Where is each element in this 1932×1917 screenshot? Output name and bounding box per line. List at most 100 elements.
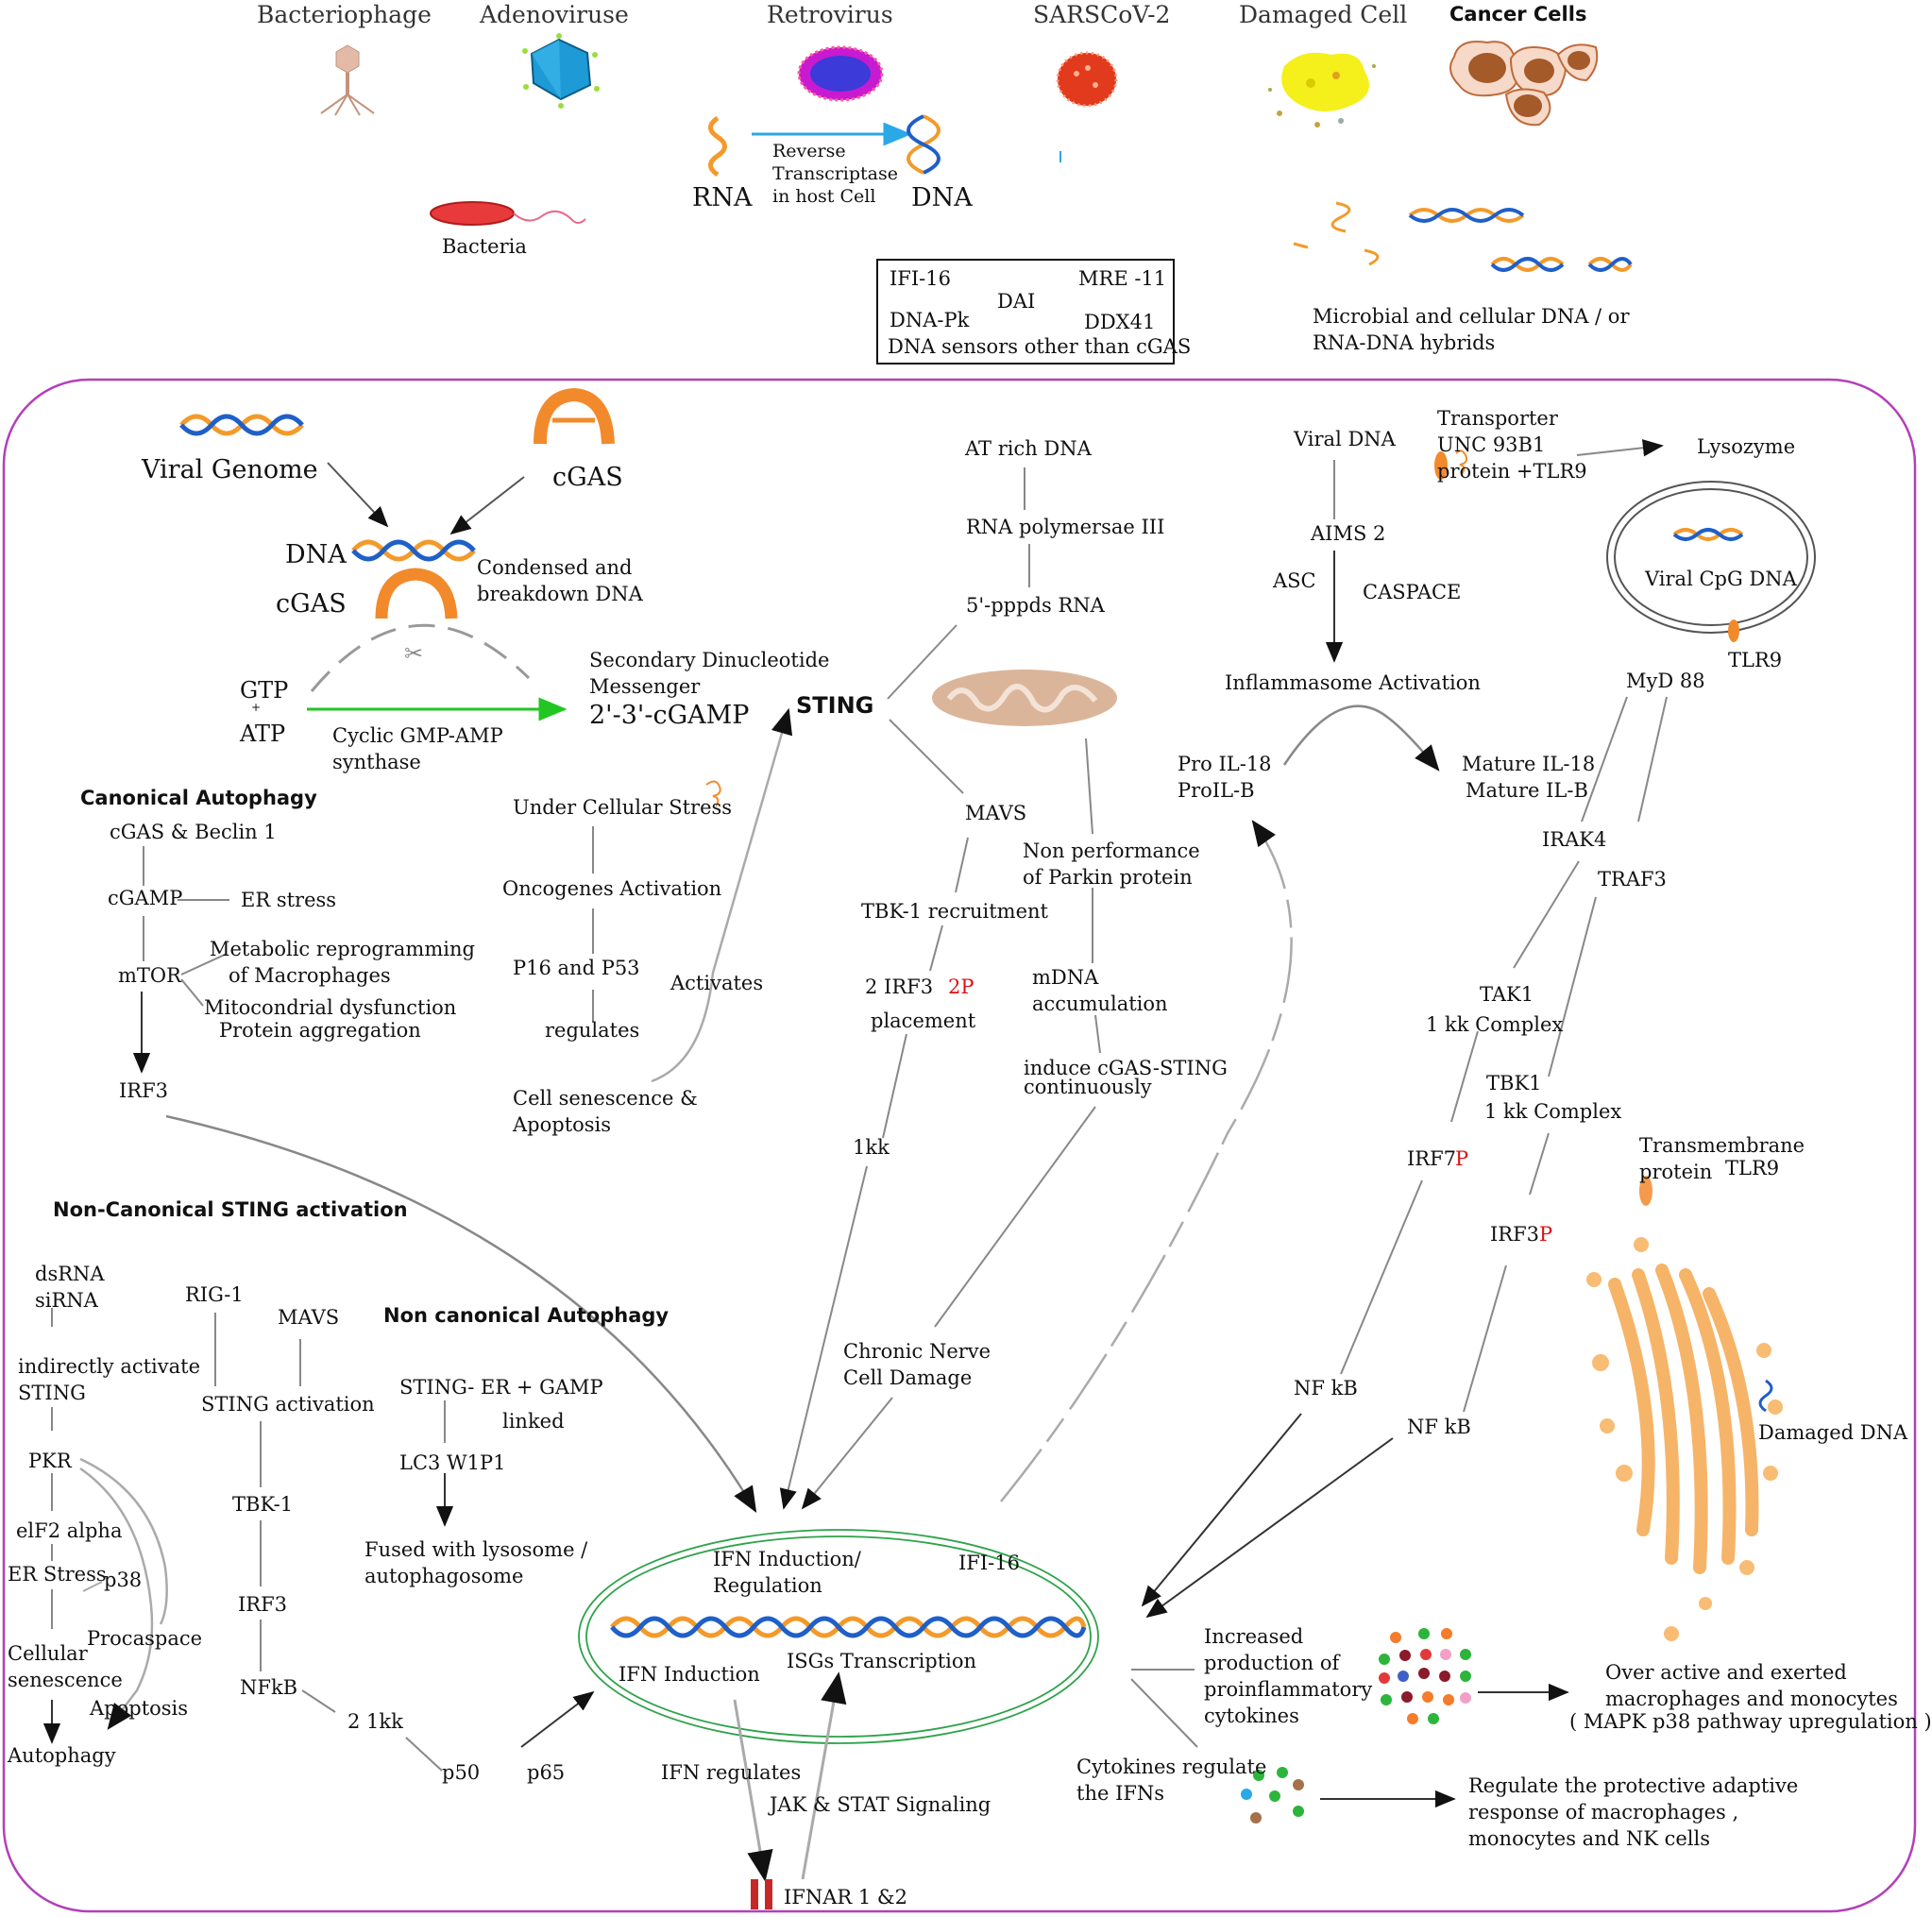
label-transporter-3: protein +TLR9 [1437, 460, 1587, 483]
label-lysozyme: Lysozyme [1697, 435, 1796, 458]
label-p16-p53: P16 and P53 [513, 957, 640, 979]
label-regulates: regulates [545, 1019, 640, 1042]
label-mito-2: Protein aggregation [219, 1019, 421, 1042]
label-cellular-1: Cellular [8, 1642, 88, 1665]
label-dna: DNA [285, 540, 347, 569]
label-pro-ilb: ProIL-B [1178, 779, 1255, 802]
label-cgamp-canonical: cGAMP [108, 887, 183, 909]
tlr9-receptor-icon [1728, 619, 1739, 642]
cell-membrane [2, 378, 1917, 1913]
label-protective-2: response of macrophages , [1468, 1801, 1739, 1824]
label-eif2: elF2 alpha [16, 1519, 123, 1542]
label-er-stress-nc: ER Stress [8, 1563, 107, 1586]
label-sars: SARSCoV-2 [1033, 1, 1171, 28]
label-indirect-1: indirectly activate [18, 1355, 201, 1378]
label-nfkb-1: NF kB [1294, 1377, 1358, 1400]
cgas-enzyme-icon [534, 387, 615, 445]
label-microbial-2: RNA-DNA hybrids [1313, 331, 1496, 354]
label-tbk-recruitment: TBK-1 recruitment [861, 900, 1048, 923]
label-condensed-1: Condensed and [477, 556, 633, 579]
label-irf3-p: P [1539, 1223, 1553, 1246]
label-rig1: RIG-1 [185, 1283, 244, 1306]
label-2-1kk: 2 1kk [347, 1710, 403, 1733]
label-increased-3: proinflammatory [1204, 1678, 1373, 1701]
label-apoptosis: Apoptosis [90, 1697, 189, 1720]
label-synthase-2: synthase [332, 751, 421, 773]
label-rt-2: Transcriptase [772, 163, 898, 184]
label-mavs: MAVS [965, 802, 1027, 824]
label-sting-er-gamp: STING- ER + GAMP [399, 1376, 603, 1399]
label-overactive-3: ( MAPK p38 pathway upregulation ) [1569, 1710, 1932, 1733]
label-1kk: 1kk [853, 1136, 890, 1159]
label-bacteria: Bacteria [442, 235, 527, 258]
label-tak1: TAK1 [1480, 983, 1534, 1006]
label-transmembrane-2: protein [1639, 1161, 1713, 1183]
label-lc3: LC3 W1P1 [399, 1451, 506, 1474]
label-isgs: ISGs Transcription [787, 1650, 977, 1672]
label-ifn-induction-1: IFN Induction/ [713, 1548, 861, 1570]
label-activates: Activates [670, 972, 764, 994]
label-asc: ASC [1273, 569, 1316, 592]
label-protective-1: Regulate the protective adaptive [1468, 1774, 1799, 1797]
label-cgas-top: cGAS [552, 463, 623, 492]
scissors-icon: ✂ [404, 640, 423, 667]
label-rna: RNA [692, 183, 753, 212]
nucleus-inner [585, 1535, 1092, 1738]
label-sting: STING [796, 692, 874, 719]
label-traf3: TRAF3 [1598, 868, 1667, 891]
label-inflammasome: Inflammasome Activation [1225, 671, 1481, 694]
label-nfkb-2: NF kB [1407, 1416, 1471, 1438]
label-viral-genome: Viral Genome [142, 455, 318, 484]
label-irf3-canonical: IRF3 [119, 1079, 169, 1102]
bacteriophage-icon [320, 44, 375, 116]
label-ppp-rna: 5'-pppds RNA [966, 594, 1105, 617]
label-fused-1: Fused with lysosome / [364, 1538, 588, 1561]
label-oncogenes: Oncogenes Activation [502, 877, 722, 900]
label-cgas: cGAS [276, 589, 347, 619]
label-transmembrane-tlr9: TLR9 [1725, 1157, 1780, 1179]
endoplasmic-reticulum-icon [1586, 1176, 1783, 1641]
label-mdna-2: accumulation [1032, 992, 1168, 1015]
damaged-cell-icon [1268, 52, 1376, 127]
sensor-caption: DNA sensors other than cGAS [888, 335, 1192, 358]
label-gtp: GTP [240, 677, 289, 704]
label-chronic-1: Chronic Nerve [843, 1340, 991, 1363]
label-ikk-complex-2: 1 kk Complex [1484, 1100, 1622, 1123]
label-induce-2: continuously [1024, 1076, 1152, 1098]
sensor-ddx41: DDX41 [1084, 311, 1156, 333]
label-irak4: IRAK4 [1542, 828, 1607, 851]
label-overactive-2: macrophages and monocytes [1605, 1688, 1898, 1710]
label-protective-3: monocytes and NK cells [1468, 1827, 1710, 1850]
ifnar-receptor-icon [751, 1879, 758, 1909]
viral-cpg-dna-icon [1672, 528, 1744, 541]
noncanonical-autophagy-title: Non canonical Autophagy [383, 1304, 669, 1327]
label-placement: placement [871, 1009, 976, 1032]
label-at-rich: AT rich DNA [965, 437, 1092, 460]
label-ifi16-nucleus: IFI-16 [958, 1552, 1020, 1574]
label-retrovirus: Retrovirus [767, 1, 893, 28]
label-senescence-2: Apoptosis [513, 1113, 612, 1136]
label-ifn-regulates: IFN regulates [661, 1761, 802, 1784]
label-increased-2: production of [1204, 1652, 1340, 1674]
label-atp: ATP [240, 721, 286, 747]
label-2p: 2P [948, 975, 974, 998]
label-increased-1: Increased [1204, 1625, 1304, 1648]
label-linked: linked [502, 1410, 565, 1433]
label-mature-ilb: Mature IL-B [1466, 779, 1588, 802]
label-rna-pol: RNA polymersae III [966, 516, 1165, 538]
label-p65: p65 [527, 1761, 566, 1784]
label-tbk1-nc: TBK-1 [232, 1493, 294, 1516]
label-mature-il18: Mature IL-18 [1462, 753, 1596, 775]
label-senescence-1: Cell senescence & [513, 1087, 698, 1110]
sensor-dnapk: DNA-Pk [890, 309, 970, 331]
label-mdna-1: mDNA [1032, 966, 1099, 989]
nuclear-dna-helix-icon [610, 1616, 1087, 1638]
label-irf7: IRF7 [1407, 1147, 1457, 1170]
label-pro-il18: Pro IL-18 [1178, 753, 1272, 775]
label-transporter-1: Transporter [1437, 407, 1558, 430]
label-transmembrane-1: Transmembrane [1639, 1134, 1805, 1157]
label-ifnar: IFNAR 1 &2 [784, 1886, 907, 1909]
label-procaspace: Procaspace [87, 1627, 203, 1650]
cancer-cells-icon [1449, 41, 1599, 127]
proinflammatory-cytokines-icon [1379, 1628, 1471, 1724]
